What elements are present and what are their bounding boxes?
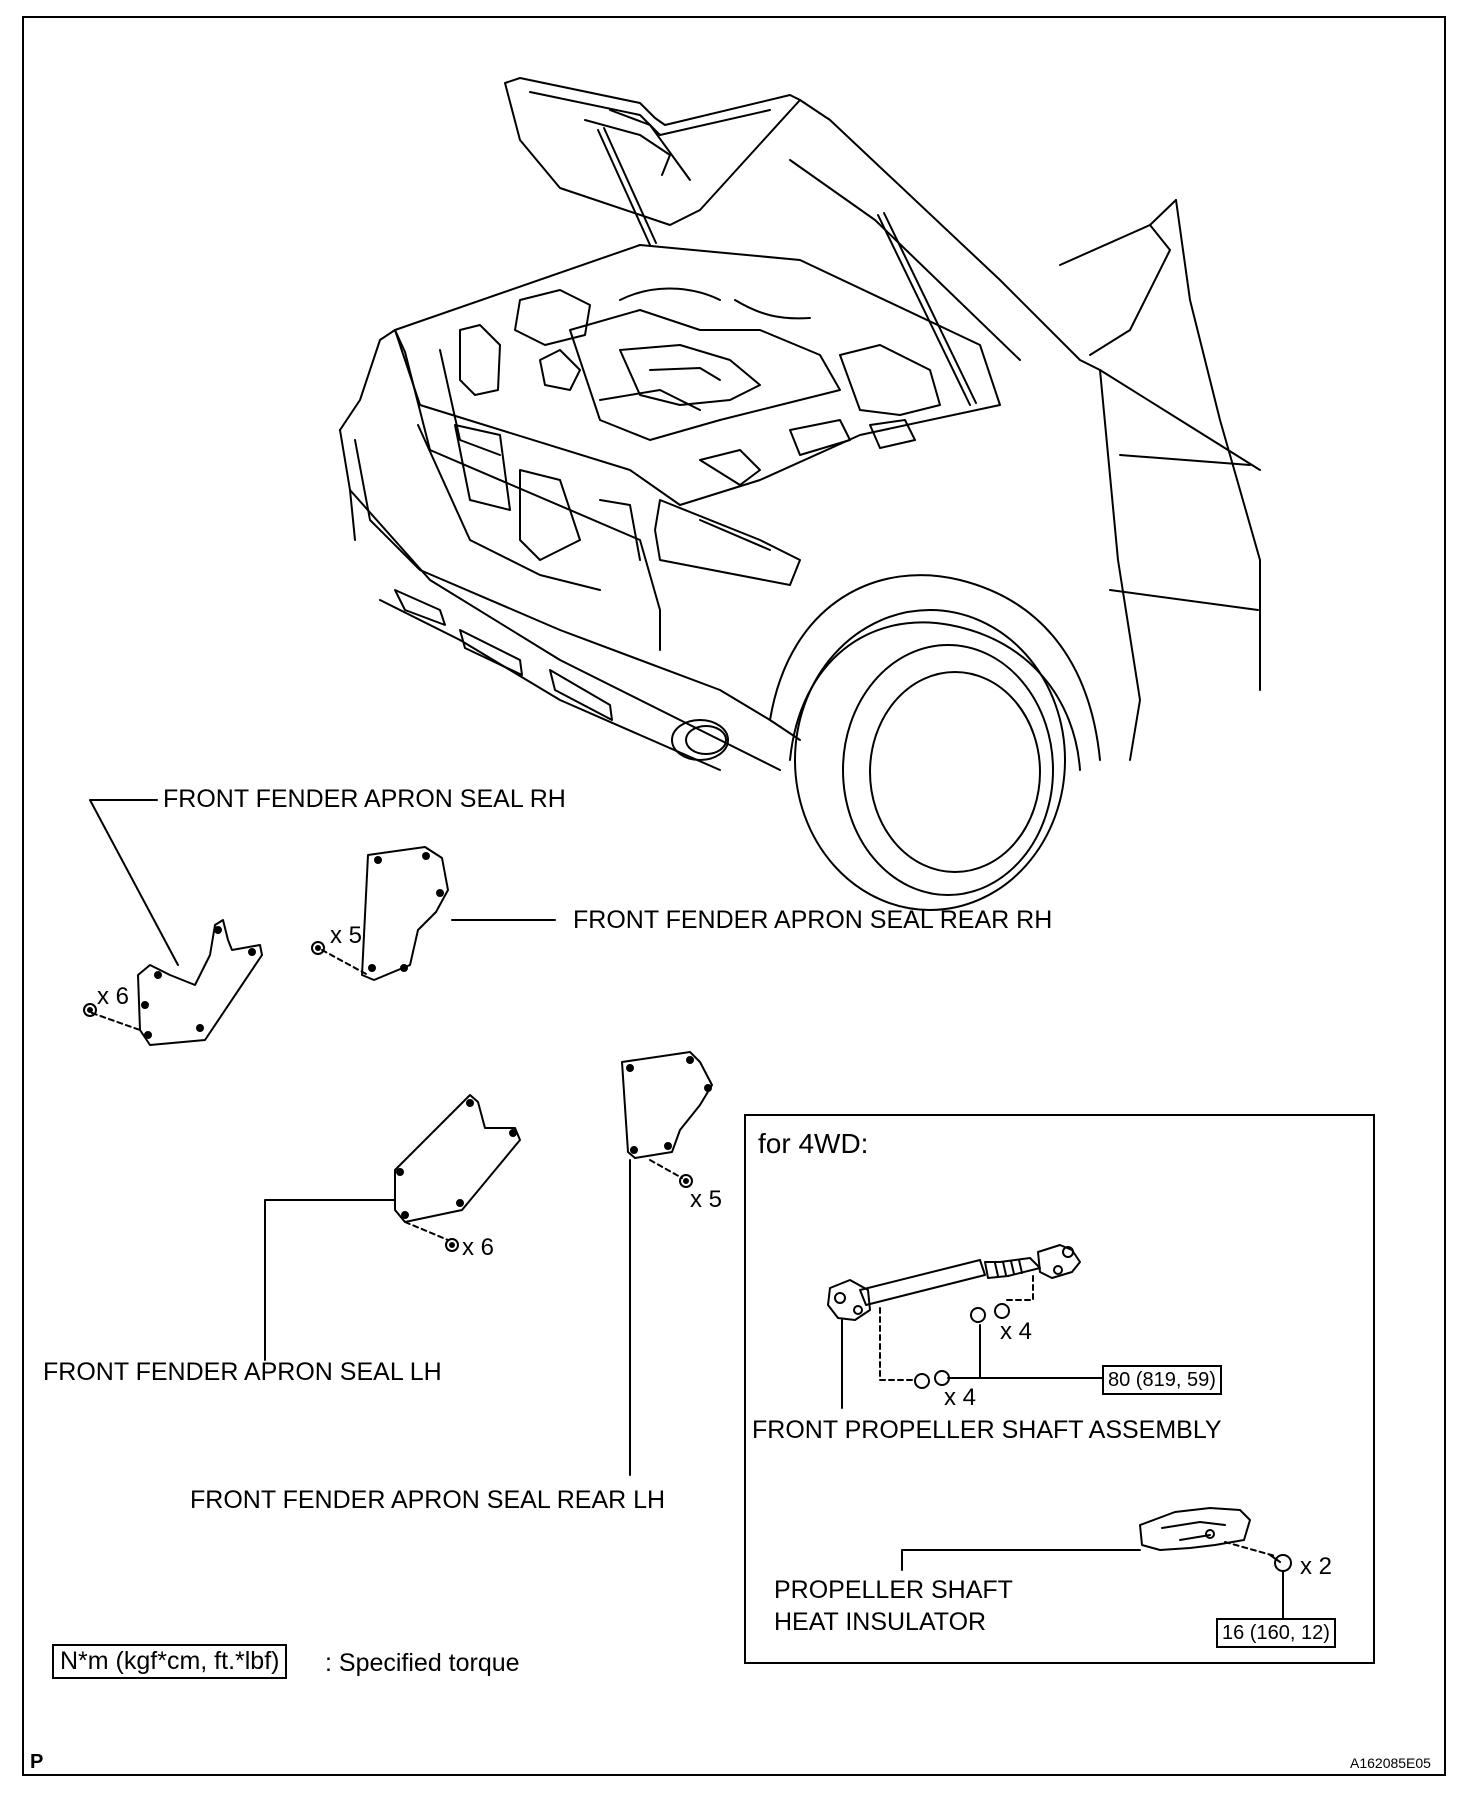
legend-specified-torque-text: : Specified torque: [325, 1649, 520, 1677]
label-front-fender-apron-seal-rear-lh: FRONT FENDER APRON SEAL REAR LH: [190, 1486, 666, 1514]
qty-insulator-bolts: x 2: [1300, 1553, 1333, 1580]
vehicle-front-illustration: [339, 77, 1261, 911]
apron-seal-lh-part: [394, 1094, 521, 1223]
heat-insulator-part: [1139, 1507, 1251, 1551]
clip-icon: [679, 1174, 693, 1188]
apron-seal-rear-rh-part: [361, 846, 449, 981]
clip-icon: [445, 1238, 459, 1252]
qty-rear-lh-clips: x 5: [690, 1186, 723, 1213]
label-propeller-shaft-line1: PROPELLER SHAFT: [774, 1576, 1013, 1604]
qty-shaft-nuts-lower: x 4: [944, 1384, 977, 1411]
apron-seal-rh-clip-dash: [91, 1012, 141, 1031]
apron-seal-lh-clip-dash: [404, 1221, 449, 1241]
apron-seal-rear-rh-clip-dash: [321, 949, 369, 976]
qty-shaft-nuts-upper: x 4: [1000, 1318, 1033, 1345]
qty-rear-rh-clips: x 5: [330, 922, 363, 949]
torque-box-shaft: 80 (819, 59): [1102, 1365, 1222, 1395]
apron-seal-rear-lh-clip-dash: [649, 1159, 683, 1179]
clip-icon: [83, 1003, 97, 1017]
page-letter: P: [30, 1751, 44, 1773]
torque-box-insulator: 16 (160, 12): [1216, 1618, 1336, 1648]
figure-id: A162085E05: [1350, 1755, 1431, 1771]
clip-icon: [311, 941, 325, 955]
apron-seal-rh-part: [137, 919, 263, 1046]
qty-rh-clips: x 6: [97, 983, 130, 1010]
legend-torque-unit-box: N*m (kgf*cm, ft.*lbf): [52, 1644, 288, 1679]
inset-4wd-box: [744, 1114, 1375, 1664]
shaft-nut-dash-right: [1002, 1275, 1034, 1301]
apron-seal-rear-lh-part: [621, 1051, 713, 1159]
qty-lh-clips: x 6: [462, 1234, 495, 1261]
apron-seal-lh-leader: [264, 1199, 396, 1361]
nut-icon: [914, 1303, 1010, 1389]
propeller-shaft-part: [827, 1244, 1081, 1321]
label-front-fender-apron-seal-rh: FRONT FENDER APRON SEAL RH: [163, 785, 566, 813]
figure-frame: [22, 16, 1446, 1776]
apron-seal-rh-leader: [89, 799, 179, 966]
insulator-bolt-dash: [1224, 1541, 1276, 1557]
label-front-fender-apron-seal-rear-rh: FRONT FENDER APRON SEAL REAR RH: [573, 906, 1053, 934]
label-front-propeller-shaft-assembly: FRONT PROPELLER SHAFT ASSEMBLY: [752, 1416, 1222, 1444]
shaft-nut-dash-left: [879, 1307, 916, 1381]
label-heat-insulator-line2: HEAT INSULATOR: [774, 1608, 987, 1636]
inset-title: for 4WD:: [758, 1128, 869, 1159]
insulator-leader: [901, 1549, 1141, 1571]
label-front-fender-apron-seal-lh: FRONT FENDER APRON SEAL LH: [43, 1358, 442, 1386]
